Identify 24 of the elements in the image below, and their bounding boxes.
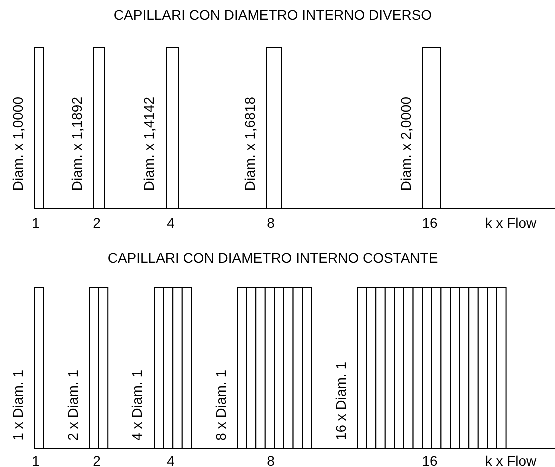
axis-title: k x Flow: [485, 454, 537, 467]
capillary-count-label: 2 x Diam. 1: [66, 370, 80, 441]
axis-tick-label: 2: [93, 216, 101, 230]
axis-tick-label: 4: [167, 454, 175, 467]
axis-tick-label: 2: [93, 454, 101, 467]
capillary-count-label: 16 x Diam. 1: [334, 362, 348, 441]
axis-tick-label: 16: [422, 454, 438, 467]
diameter-label: Diam. x 2,0000: [399, 96, 413, 191]
axis-title: k x Flow: [485, 216, 537, 230]
capillary-count-label: 4 x Diam. 1: [130, 370, 144, 441]
capillary-count-label: 1 x Diam. 1: [11, 370, 25, 441]
section-heading: CAPILLARI CON DIAMETRO INTERNO COSTANTE: [108, 251, 438, 265]
axis-tick-label: 1: [32, 216, 40, 230]
capillary-count-label: 8 x Diam. 1: [214, 370, 228, 441]
diameter-label: Diam. x 1,4142: [142, 96, 156, 191]
axis-tick-label: 8: [267, 454, 275, 467]
axis-tick-label: 4: [167, 216, 175, 230]
axis-tick-label: 1: [32, 454, 40, 467]
diameter-label: Diam. x 1,1892: [70, 96, 84, 191]
diameter-label: Diam. x 1,0000: [11, 96, 25, 191]
axis-tick-label: 16: [422, 216, 438, 230]
section-heading: CAPILLARI CON DIAMETRO INTERNO DIVERSO: [114, 8, 432, 22]
axis-tick-label: 8: [267, 216, 275, 230]
diameter-label: Diam. x 1,6818: [243, 96, 257, 191]
